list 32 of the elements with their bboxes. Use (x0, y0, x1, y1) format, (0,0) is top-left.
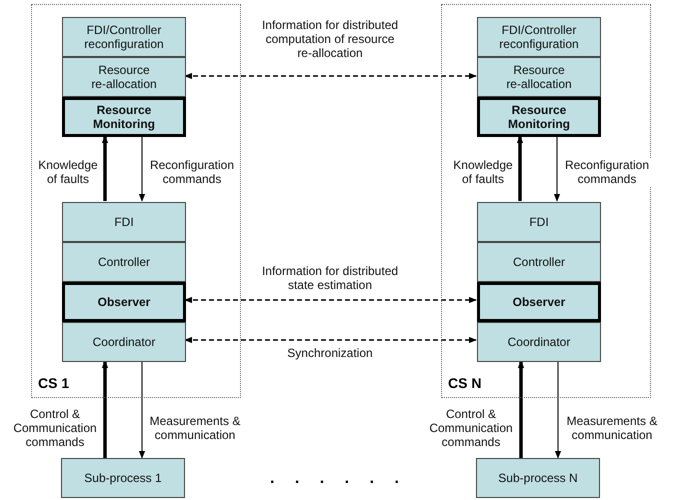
arrow (554, 136, 560, 202)
module-box: FDI/Controller reconfiguration (62, 17, 186, 57)
highlighted-module-box: Resource Monitoring (62, 97, 186, 137)
highlighted-module-box: Resource Monitoring (477, 97, 601, 137)
module-box: Sub-process N (476, 458, 600, 498)
arrow (184, 296, 477, 304)
arrow (554, 360, 562, 459)
ellipsis-dots: . . . . . . (270, 470, 407, 488)
highlighted-module-box: Observer (477, 282, 601, 322)
module-box: Controller (62, 242, 186, 282)
module-box: Coordinator (477, 322, 601, 362)
system-title: CS 1 (38, 375, 70, 391)
module-box: FDI/Controller reconfiguration (477, 17, 601, 57)
arrow (184, 72, 477, 80)
module-box: Resource re-allocation (62, 57, 186, 97)
arrow (102, 360, 108, 458)
system-boundary (441, 4, 651, 398)
module-box: FDI (62, 202, 186, 242)
system-title: CS N (448, 375, 482, 391)
arrow (102, 135, 108, 201)
arrow (138, 136, 146, 202)
module-box: FDI (477, 202, 601, 242)
arrow (516, 135, 524, 201)
module-box: Controller (477, 242, 601, 282)
module-box: Coordinator (62, 322, 186, 362)
highlighted-module-box: Observer (62, 282, 186, 322)
module-box: Sub-process 1 (61, 458, 185, 498)
arrow (138, 360, 146, 459)
arrow (184, 336, 477, 344)
system-boundary (31, 4, 241, 398)
module-box: Resource re-allocation (477, 57, 601, 97)
arrow (518, 360, 524, 458)
